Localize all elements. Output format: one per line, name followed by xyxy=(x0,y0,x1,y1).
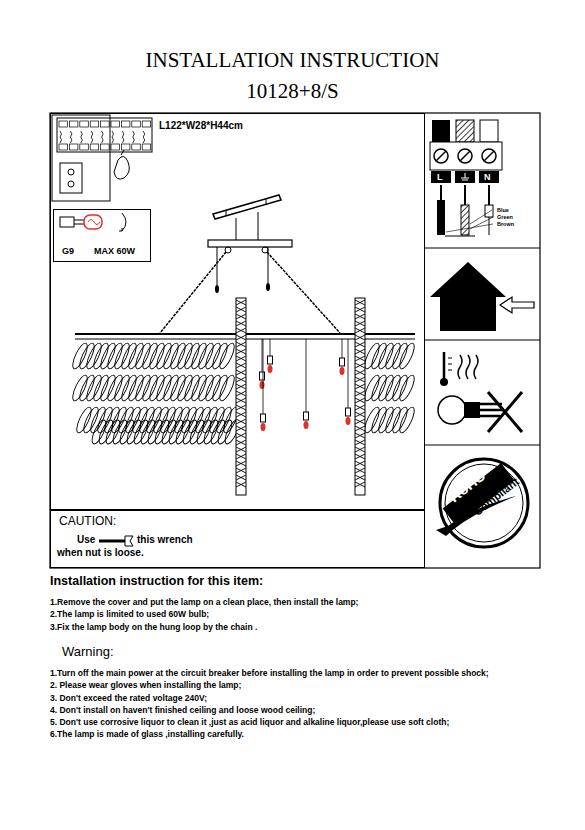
panel-text: L xyxy=(437,173,443,183)
heat-warning-icon xyxy=(438,352,522,432)
panel-text: this wrench xyxy=(137,534,193,545)
panel-text: Green xyxy=(497,214,513,220)
divider xyxy=(425,340,540,341)
divider xyxy=(425,248,540,249)
instruction-line: 1.Remove the cover and put the lamp on a… xyxy=(50,596,545,608)
wrench-icon xyxy=(97,535,137,547)
section-heading: Installation instruction for this item: xyxy=(50,572,545,590)
instruction-line: 1.Turn off the main power at the circuit… xyxy=(50,667,545,679)
terminal-strip xyxy=(52,115,152,201)
chandelier-drawing xyxy=(70,195,417,495)
illustration-panel: L122*W28*H44cmG9 MAX 60W xyxy=(50,113,425,510)
bulb-panel: G9 MAX 60W xyxy=(53,209,151,262)
panel-text: Use xyxy=(77,534,95,545)
divider xyxy=(425,445,540,446)
panel-text: G9 xyxy=(62,247,74,257)
panel-text: L122*W28*H44cm xyxy=(159,120,243,131)
panel-text: Blue xyxy=(497,207,509,213)
section-heading: Warning: xyxy=(62,643,545,662)
wiring-terminal xyxy=(430,120,502,236)
frame xyxy=(50,113,540,568)
instruction-line: 2.The lamp is limited to used 60W bulb; xyxy=(50,608,545,620)
instruction-line: 6.The lamp is made of glass ,installing … xyxy=(50,728,545,740)
panel-text: N xyxy=(484,173,491,183)
panel-text: MAX 60W xyxy=(94,247,135,257)
instruction-line: 3. Don't exceed the rated voltage 240V; xyxy=(50,692,545,704)
title: INSTALLATION INSTRUCTION xyxy=(0,48,585,73)
bulb-icon xyxy=(60,213,126,231)
panel-text: when nut is loose. xyxy=(57,547,144,558)
indoor-use-icon xyxy=(430,262,534,331)
panel-text: Brown xyxy=(497,221,514,227)
panel-text: CAUTION: xyxy=(59,515,116,528)
rohs-seal xyxy=(436,459,528,547)
instruction-text: Installation instruction for this item: 1… xyxy=(50,572,545,741)
instruction-line: 2. Please wear gloves when installing th… xyxy=(50,679,545,691)
instruction-line: 4. Don't install on haven't finished cei… xyxy=(50,704,545,716)
instruction-line: 3.Fix the lamp body on the hung loop by … xyxy=(50,621,545,633)
rohs-panel: RoHSCompliant xyxy=(425,445,540,568)
instruction-line: 5. Don't use corrosive liquor to clean i… xyxy=(50,716,545,728)
wiring-panel: L N BlueGreenBrown xyxy=(425,113,540,248)
model-number: 10128+8/S xyxy=(0,80,585,103)
caution-box: CAUTION: Use this wrench when nut is loose. xyxy=(50,510,425,568)
